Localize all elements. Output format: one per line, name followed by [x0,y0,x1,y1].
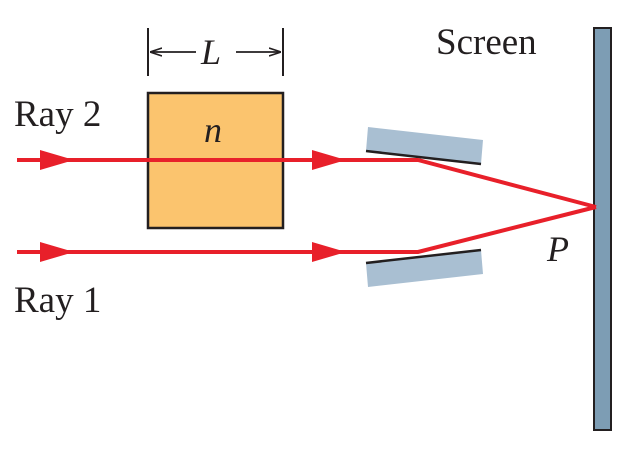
screen-label: Screen [436,22,537,63]
ray-2-arrow-2-icon [312,150,346,170]
ray-1-path [17,205,597,254]
lower-mirror-body [366,250,483,287]
lower-mirror-surface [365,248,482,265]
ray-1-label: Ray 1 [14,280,102,321]
upper-mirror-body [366,127,483,164]
ray-2-path [17,158,597,209]
point-p-label: P [547,229,569,269]
ray-2-label: Ray 2 [14,94,102,135]
length-dimension [147,28,284,76]
lower-mirror [365,248,483,287]
ray-1-arrow-1-icon [40,242,74,262]
upper-mirror-surface [365,149,482,166]
index-label: n [204,110,222,150]
ray-1-arrow-2-icon [312,242,346,262]
ray-2 [17,150,597,209]
length-label: L [201,32,222,72]
ray-1 [17,205,597,262]
ray-2-arrow-1-icon [40,150,74,170]
screen [593,27,612,431]
upper-mirror [365,127,483,166]
